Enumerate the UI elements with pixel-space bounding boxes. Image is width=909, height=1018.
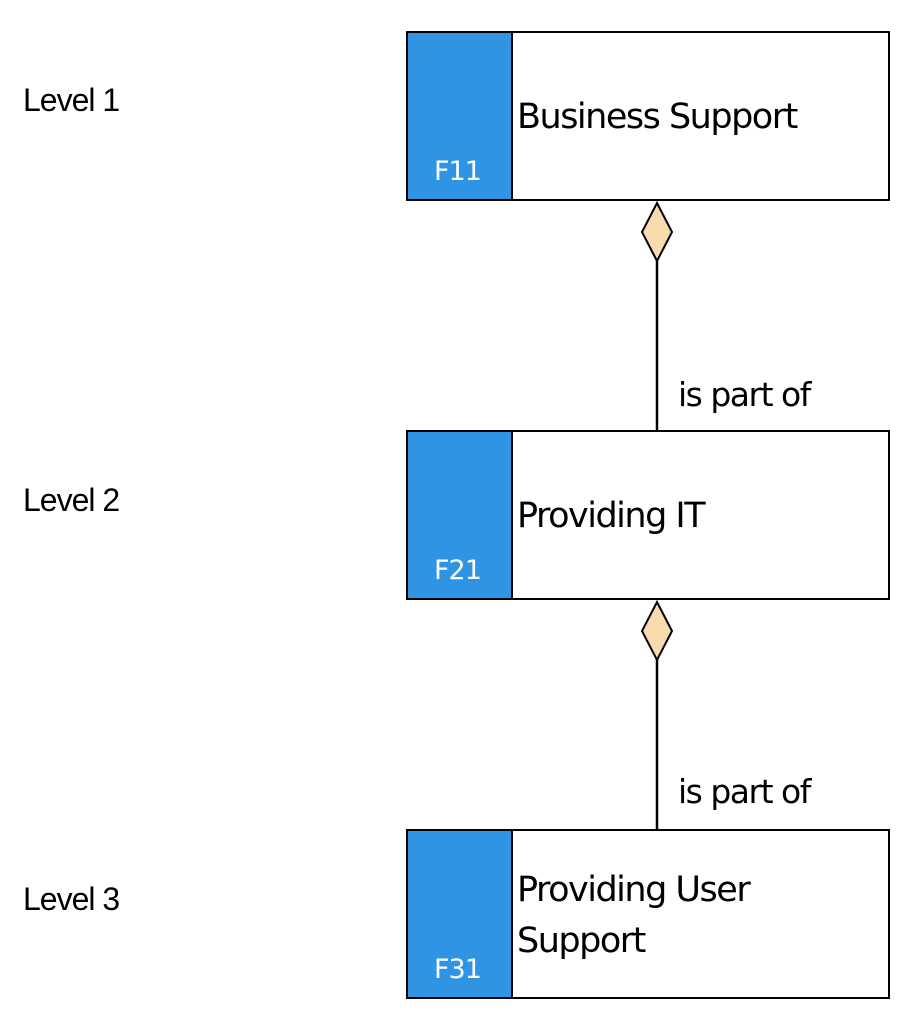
aggregation-diamond-2 (640, 599, 674, 663)
node-band: F21 (408, 432, 513, 598)
node-code: F21 (434, 555, 482, 586)
node-band: F31 (408, 831, 513, 997)
aggregation-diamond-1 (640, 200, 674, 264)
node-title: Providing User Support (517, 870, 751, 961)
function-node-f31[interactable]: F31 Providing User Support (406, 829, 890, 999)
level-1-label: Level 1 (23, 82, 120, 118)
function-node-f21[interactable]: F21 Providing IT (406, 430, 890, 600)
function-node-f11[interactable]: F11 Business Support (406, 31, 890, 201)
node-band: F11 (408, 33, 513, 199)
node-code: F11 (434, 156, 482, 187)
level-3-label: Level 3 (23, 881, 120, 917)
level-2-label: Level 2 (23, 482, 120, 518)
node-code: F31 (434, 954, 482, 985)
node-title: Business Support (517, 96, 798, 137)
relation-label-1: is part of (678, 375, 811, 414)
relation-label-2: is part of (678, 772, 811, 811)
node-title: Providing IT (517, 495, 706, 536)
